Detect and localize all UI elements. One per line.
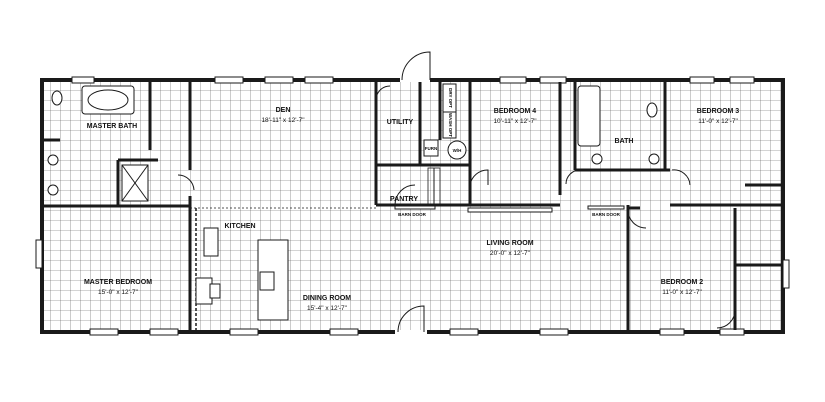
barn-door-label-left: BARN DOOR [398, 212, 426, 217]
washer-label: WASH OPT [448, 113, 453, 137]
toilet-icon [646, 102, 658, 118]
interior-walls [42, 82, 783, 330]
sink-icon [259, 271, 275, 291]
room-label-master-bedroom: MASTER BEDROOM [84, 279, 152, 286]
room-label-bath: BATH [615, 138, 634, 145]
room-label-utility: UTILITY [387, 119, 414, 126]
room-size-dining-room: 15'-4" x 12'-7" [307, 305, 348, 312]
room-label-bedroom-2: BEDROOM 2 [661, 279, 704, 286]
door-swings [177, 51, 736, 333]
fixtures [47, 83, 660, 321]
room-label-bedroom-3: BEDROOM 3 [697, 108, 740, 115]
room-size-living-room: 20'-0" x 12'-7" [490, 250, 531, 257]
furnace-icon [423, 139, 439, 157]
range-icon [203, 227, 219, 257]
room-size-master-bedroom: 15'-0" x 12'-7" [98, 289, 139, 296]
dryer-label: DRY OPT [448, 88, 453, 108]
room-label-kitchen: KITCHEN [224, 223, 255, 230]
room-label-bedroom-4: BEDROOM 4 [494, 108, 537, 115]
room-label-living-room: LIVING ROOM [486, 240, 533, 247]
room-size-bedroom-3: 11'-0" x 12'-7" [698, 118, 738, 125]
room-size-bedroom-4: 10'-11" x 12'-7" [493, 118, 537, 125]
washer-icon [442, 111, 457, 139]
room-label-pantry: PANTRY [390, 196, 418, 203]
room-labels: MASTER BATH DEN 18'-11" x 12'-7" UTILITY… [84, 88, 739, 312]
room-label-master-bath: MASTER BATH [87, 123, 137, 130]
furnace-label: FURN [425, 146, 438, 151]
room-label-dining-room: DINING ROOM [303, 295, 351, 302]
water-heater-label: W/H [453, 148, 462, 153]
water-heater-icon [447, 140, 467, 160]
toilet-icon [51, 90, 63, 106]
room-size-den: 18'-11" x 12'-7" [261, 117, 305, 124]
barn-door-label-right: BARN DOOR [592, 212, 620, 217]
bathtub-icon [81, 85, 135, 115]
room-size-bedroom-2: 11'-0" x 12'-7" [662, 289, 702, 296]
room-label-den: DEN [276, 107, 291, 114]
